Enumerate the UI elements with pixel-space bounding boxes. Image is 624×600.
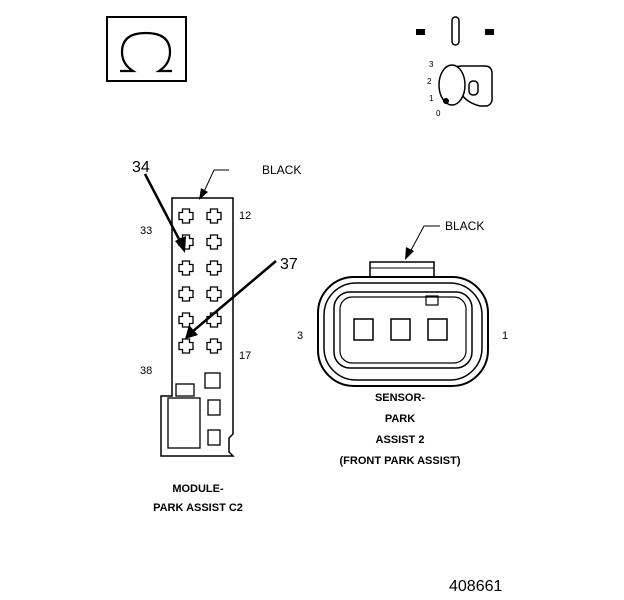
ignition-position-label: 3 (429, 60, 434, 69)
pin-callout-37: 37 (280, 256, 298, 273)
pin-cavity (206, 338, 222, 354)
pin-cavity (206, 286, 222, 302)
sensor-caption-line1: SENSOR- (375, 392, 425, 404)
ignition-key-switch-icon: 3 2 1 0 (416, 16, 494, 118)
sensor-caption-line2: PARK (385, 413, 415, 425)
ignition-position-label: 2 (427, 77, 432, 86)
sensor-wire-color-label: BLACK (445, 219, 484, 233)
omega-symbol-icon (106, 16, 187, 82)
ignition-position-label: 0 (436, 109, 441, 118)
ignition-position-label: 1 (429, 94, 434, 103)
pin-cavity (178, 312, 194, 328)
pin-cavity (178, 286, 194, 302)
sensor-connector: BLACK 3 1 SENSOR- PARK ASSIST 2 (FRONT P… (297, 219, 508, 467)
pin-cavity (206, 312, 222, 328)
pin-callout-34: 34 (132, 159, 150, 176)
sensor-pin-number-3: 3 (297, 330, 303, 342)
pin-cavity (206, 260, 222, 276)
sensor-caption-line3: ASSIST 2 (376, 434, 425, 446)
module-connector: BLACK 33 12 38 17 34 37 MODULE- PARK ASS… (132, 159, 301, 514)
pin-cavity (206, 208, 222, 224)
module-pin-number-17: 17 (239, 350, 251, 362)
figure-id: 408661 (449, 578, 502, 595)
pin-cavity (178, 208, 194, 224)
pin-cavity (206, 234, 222, 250)
pin-cavity (178, 260, 194, 276)
module-pin-number-12: 12 (239, 210, 251, 222)
sensor-pin-number-1: 1 (502, 330, 508, 342)
module-caption-line2: PARK ASSIST C2 (153, 502, 243, 514)
pin-cavity (178, 338, 194, 354)
module-pin-cavity-grid (178, 208, 222, 354)
module-pin-number-38: 38 (140, 365, 152, 377)
sensor-caption-line4: (FRONT PARK ASSIST) (340, 455, 461, 467)
module-caption-line1: MODULE- (172, 483, 224, 495)
module-wire-color-label: BLACK (262, 163, 301, 177)
module-pin-number-33: 33 (140, 225, 152, 237)
